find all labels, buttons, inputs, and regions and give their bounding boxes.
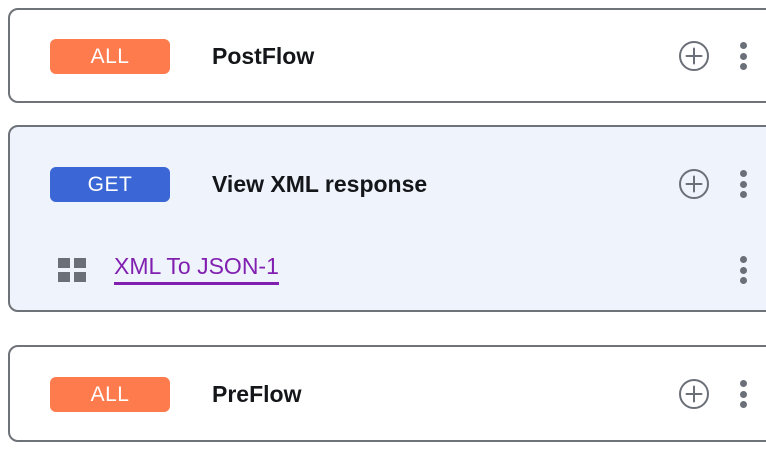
flow-actions: [678, 40, 754, 72]
plus-circle-icon[interactable]: [678, 378, 710, 410]
flow-actions: [678, 168, 754, 200]
method-badge-all: ALL: [50, 38, 170, 74]
plus-circle-icon[interactable]: [678, 168, 710, 200]
kebab-menu-icon[interactable]: [732, 378, 754, 410]
kebab-menu-icon[interactable]: [732, 40, 754, 72]
flow-card-view-xml-response[interactable]: GET View XML response XML To JSO: [8, 125, 766, 312]
flow-header-row[interactable]: GET View XML response: [10, 154, 766, 214]
flow-card-preflow[interactable]: ALL PreFlow: [8, 345, 766, 442]
policy-actions: [732, 254, 754, 286]
kebab-menu-icon[interactable]: [732, 168, 754, 200]
flow-title: View XML response: [212, 170, 428, 197]
flow-card-postflow[interactable]: ALL PostFlow: [8, 8, 766, 103]
policy-link[interactable]: XML To JSON-1: [114, 255, 279, 285]
method-badge-get: GET: [50, 166, 170, 202]
kebab-menu-icon[interactable]: [732, 254, 754, 286]
flow-title: PostFlow: [212, 42, 315, 69]
policy-row[interactable]: XML To JSON-1: [10, 240, 766, 300]
flow-header-row[interactable]: ALL PostFlow: [10, 26, 766, 86]
flow-title: PreFlow: [212, 380, 302, 407]
plus-circle-icon[interactable]: [678, 40, 710, 72]
flow-actions: [678, 378, 754, 410]
grid-policy-icon: [58, 258, 86, 282]
flow-header-row[interactable]: ALL PreFlow: [10, 364, 766, 424]
method-badge-all: ALL: [50, 376, 170, 412]
